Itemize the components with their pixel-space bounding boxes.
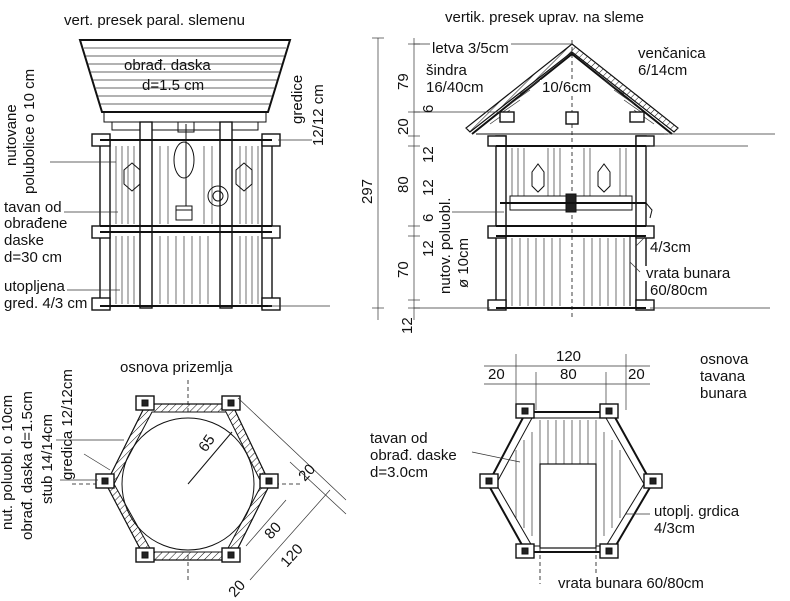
dim-6a: 6 [420, 104, 437, 113]
dim-12c: 12 [420, 240, 437, 257]
label-well-door: vrata bunara [644, 265, 733, 282]
label-ceiling-1: tavan od [2, 199, 64, 216]
ground-plan [56, 380, 347, 581]
roof-boards [78, 39, 292, 113]
label-board: obrađ. daska [124, 57, 211, 74]
title-ground-plan: osnova prizemlja [118, 359, 235, 376]
label-ceiling-2: obrađene [2, 215, 70, 232]
dim-80: 80 [395, 176, 412, 193]
dim-79: 79 [395, 73, 412, 90]
label-ceiling-boards-3: d=3.0cm [368, 464, 430, 481]
label-board-plan: obrađ. daska d=1.5cm [19, 391, 36, 540]
section-perpendicular-ridge [372, 37, 775, 320]
dim-70: 70 [395, 261, 412, 278]
label-ceiling-3: daske [2, 232, 47, 249]
title-section-parallel: vert. presek paral. slemenu [64, 12, 245, 29]
dim-12d: 12 [399, 317, 416, 334]
label-batten: letva 3/5cm [430, 40, 511, 57]
label-wall-plate-size: 6/14cm [636, 62, 690, 79]
label-post-plan: stub 14/14cm [39, 413, 56, 504]
dim-20: 20 [395, 118, 412, 135]
label-wall-plate: venčanica [636, 45, 708, 62]
label-shingle-size: 16/40cm [424, 79, 486, 96]
label-rafter-size: 10/6cm [540, 79, 594, 96]
label-shingle: šindra [424, 62, 469, 79]
label-grooved-logs-plan: nut. poluobl. o 10cm [0, 394, 16, 530]
dim-ceiling-120: 120 [556, 348, 582, 365]
label-beam-size: 12/12 cm [310, 84, 327, 146]
label-sunk-beam: utopljena [2, 278, 67, 295]
dim-ceiling-20a: 20 [488, 366, 505, 383]
dim-ceiling-80: 80 [560, 366, 577, 383]
label-sunk-joist: utoplj. grdica [652, 503, 742, 520]
label-well-door-size: 60/80cm [648, 282, 710, 299]
section-parallel-ridge [50, 39, 330, 311]
label-beam-plan: gredica 12/12cm [59, 369, 76, 480]
label-ceiling-4: d=30 cm [2, 249, 64, 266]
label-beams: gredice [289, 74, 306, 124]
label-log-diameter: polubolice o 10 cm [21, 68, 38, 194]
dim-ceiling-20b: 20 [628, 366, 645, 383]
label-ceiling-door: vrata bunara 60/80cm [556, 575, 706, 592]
ceiling-plan [471, 354, 663, 584]
dim-6b: 6 [420, 213, 437, 222]
dim-297: 297 [359, 178, 376, 204]
label-ceiling-boards-2: obrađ. daske [368, 447, 459, 464]
label-4-3cm: 4/3cm [648, 239, 693, 256]
dim-12b: 12 [420, 179, 437, 196]
dim-12a: 12 [420, 146, 437, 163]
label-grooved-logs: nutovane [3, 104, 20, 166]
label-ceiling-boards-1: tavan od [368, 430, 430, 447]
title-ceiling-plan-2: tavana [700, 368, 746, 385]
label-grooved-log: nutov. poluobl. [437, 197, 454, 294]
label-log-dia: ø 10cm [455, 237, 472, 288]
label-board-thickness: d=1.5 cm [142, 77, 205, 94]
title-section-perpendicular: vertik. presek uprav. na sleme [445, 9, 644, 26]
label-sunk-joist-size: 4/3cm [652, 520, 697, 537]
label-sunk-beam-size: gred. 4/3 cm [2, 295, 90, 312]
title-ceiling-plan-3: bunara [700, 385, 747, 402]
title-ceiling-plan-1: osnova [700, 351, 749, 368]
